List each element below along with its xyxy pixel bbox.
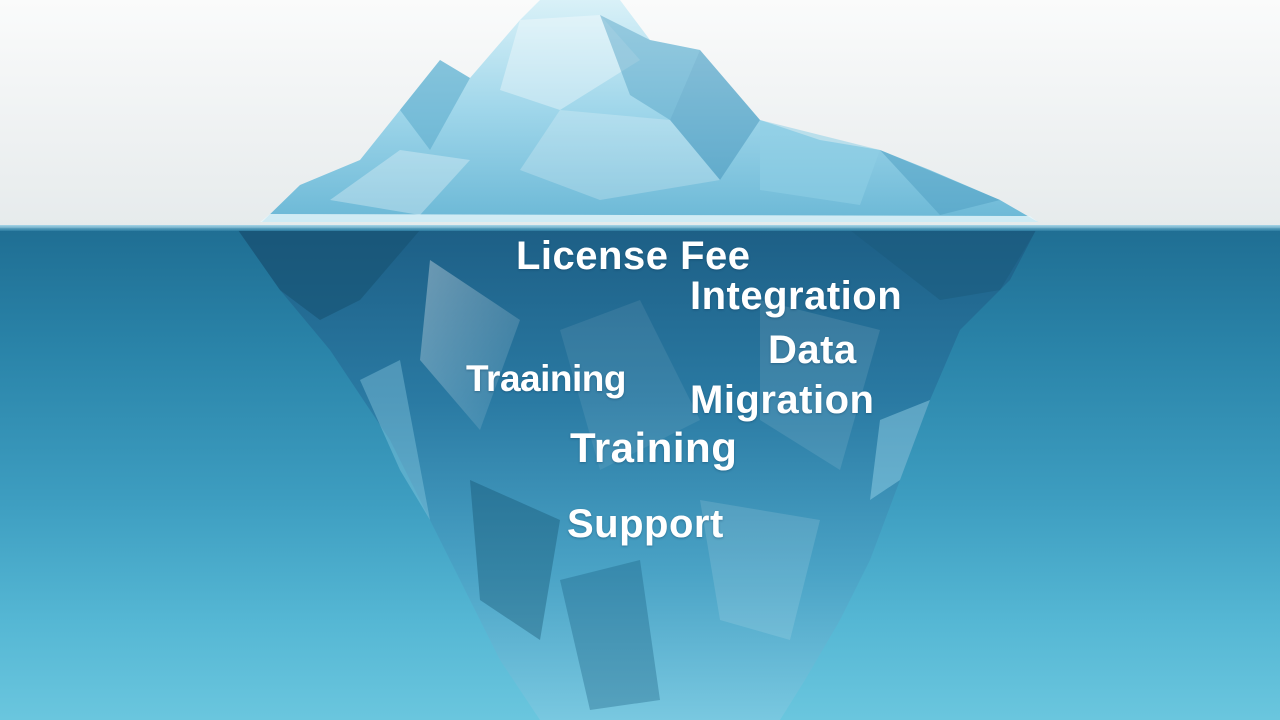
label-training-left: Traaining [466,358,626,399]
label-migration: Migration [690,378,875,422]
label-integration: Integration [690,274,903,318]
label-license-fee: License Fee [516,234,751,278]
label-support: Support [567,502,724,546]
label-data: Data [768,328,857,372]
iceberg-underwater [238,230,1036,720]
label-training: Training [570,424,738,471]
water-line [0,225,1280,231]
iceberg-tip [260,0,1038,222]
